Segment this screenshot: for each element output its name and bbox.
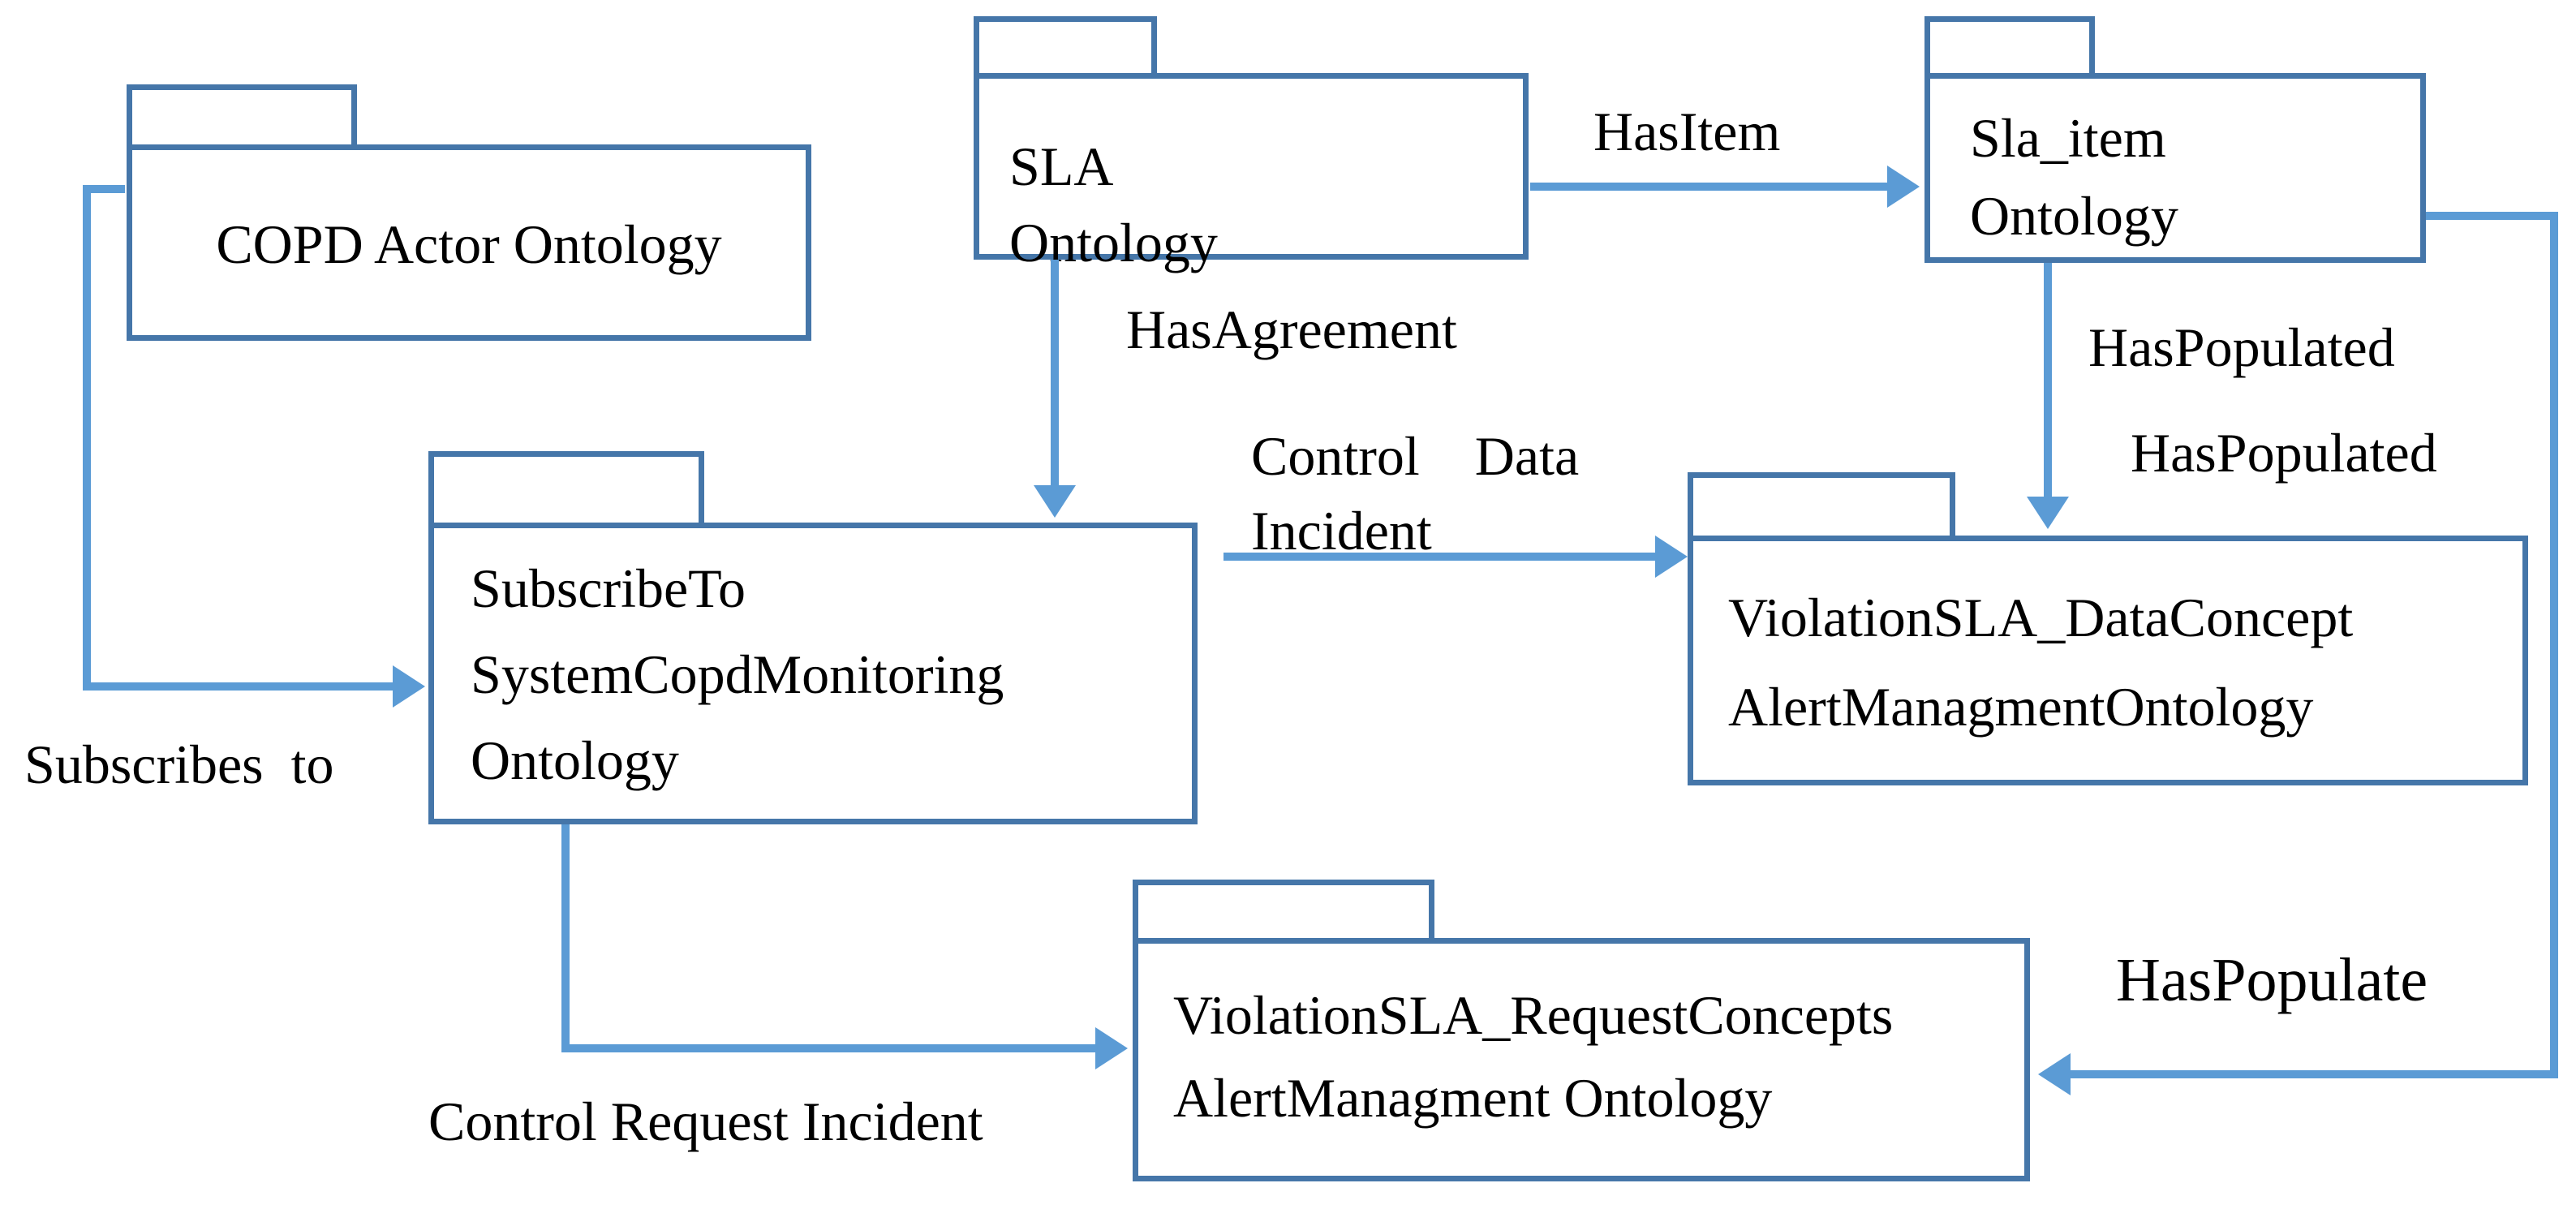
edge-has-agreement-arrowhead	[1034, 485, 1076, 518]
package-violation-sla-data-body	[1688, 536, 2528, 785]
edge-has-agreement-label: HasAgreement	[1126, 299, 1457, 360]
package-sla-item-ontology-tab	[1924, 16, 2095, 79]
edge-control-request-vline	[561, 824, 570, 1052]
edge-has-agreement-line	[1051, 260, 1059, 487]
edge-has-populated-line	[2044, 263, 2052, 498]
edge-has-populate-top-hline	[2426, 212, 2558, 220]
package-subscribeto-system-copd-label: SubscribeTo SystemCopdMonitoring Ontolog…	[471, 557, 1004, 791]
package-sla-ontology-label: SLA Ontology	[1009, 136, 1218, 273]
package-violation-sla-data-label: ViolationSLA_DataConcept AlertManagmentO…	[1728, 587, 2354, 738]
edge-has-item-arrowhead	[1887, 166, 1920, 208]
package-violation-sla-request-label: ViolationSLA_RequestConcepts AlertManagm…	[1173, 984, 1894, 1129]
edge-has-populate-vline	[2550, 212, 2558, 1078]
edge-subscribes-to-hline	[83, 682, 393, 691]
edge-has-item-line	[1530, 183, 1887, 191]
package-copd-actor-ontology-body	[127, 144, 811, 341]
package-violation-sla-request-body	[1133, 938, 2030, 1181]
package-copd-actor-ontology-label: COPD Actor Ontology	[216, 213, 722, 275]
package-copd-actor-ontology-tab	[127, 84, 357, 150]
edge-has-populated-arrowhead	[2027, 497, 2069, 529]
edge-subscribes-to-stub	[83, 185, 125, 193]
edge-has-populate-bottom-hline	[2071, 1070, 2558, 1078]
edge-has-populate-arrowhead	[2038, 1053, 2071, 1095]
edge-subscribes-to-vline	[83, 185, 91, 691]
edge-control-data-label: Control Data Incident	[1251, 425, 1580, 561]
package-sla-ontology-body	[974, 73, 1529, 260]
edge-subscribes-to-arrowhead	[393, 665, 425, 708]
package-sla-ontology-tab	[974, 16, 1157, 79]
edge-control-data-arrowhead	[1655, 536, 1688, 578]
edge-control-request-hline	[561, 1044, 1095, 1052]
package-sla-item-ontology-label: Sla_item Ontology	[1970, 107, 2178, 247]
edge-has-item-label: HasItem	[1593, 101, 1781, 162]
package-subscribeto-system-copd-body	[428, 523, 1198, 824]
package-violation-sla-request-tab	[1133, 880, 1434, 944]
edge-subscribes-to-label: Subscribes to	[24, 734, 334, 795]
edge-control-data-line	[1223, 553, 1657, 561]
package-subscribeto-system-copd-tab	[428, 451, 704, 528]
package-violation-sla-data-tab	[1688, 472, 1955, 541]
edge-control-request-label: Control Request Incident	[428, 1091, 983, 1152]
edge-has-populated-label-2: HasPopulated	[2131, 422, 2437, 484]
package-sla-item-ontology-body	[1924, 73, 2426, 263]
edge-control-request-arrowhead	[1095, 1027, 1128, 1069]
edge-has-populated-label-1: HasPopulated	[2088, 316, 2395, 378]
edge-has-populate-label: HasPopulate	[2116, 946, 2428, 1014]
